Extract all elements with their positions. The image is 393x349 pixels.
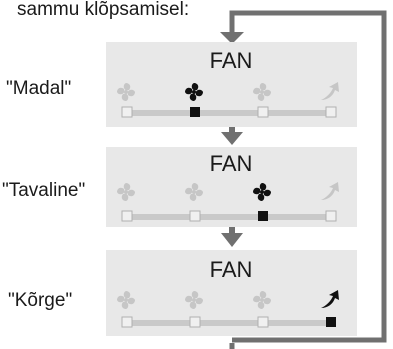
level-bar — [124, 110, 334, 116]
loop-arrow-head — [220, 32, 244, 44]
step-arrow-head — [221, 132, 243, 145]
level-marker — [121, 210, 133, 222]
state-label-madal: "Madal" — [6, 78, 72, 99]
fan-panel-korge: FAN — [106, 250, 357, 336]
level-marker-active — [190, 107, 200, 117]
level-marker — [325, 210, 337, 222]
panel-title: FAN — [210, 151, 253, 176]
step-arrow-stem — [229, 227, 235, 234]
panel-title: FAN — [210, 257, 253, 282]
panel-background — [106, 147, 357, 227]
state-label-tavaline: "Tavaline" — [2, 180, 86, 201]
level-marker — [189, 316, 201, 328]
loop-arrow-line — [229, 10, 387, 349]
header-text: sammu klõpsamisel: — [17, 0, 190, 20]
level-marker — [257, 106, 269, 118]
panel-title: FAN — [210, 48, 253, 73]
level-marker — [257, 316, 269, 328]
level-marker-active — [258, 211, 268, 221]
fan-panel-madal: FAN — [106, 42, 357, 127]
state-label-korge: "Kõrge" — [8, 290, 73, 311]
fan-panel-tavaline: FAN — [106, 147, 357, 227]
level-marker — [325, 106, 337, 118]
level-marker — [121, 106, 133, 118]
level-marker — [189, 210, 201, 222]
level-marker — [121, 316, 133, 328]
step-arrow-head — [221, 233, 243, 247]
level-bar — [124, 320, 334, 326]
step-arrow-stem — [229, 127, 235, 133]
level-bar — [124, 214, 334, 220]
level-marker-active — [326, 317, 336, 327]
